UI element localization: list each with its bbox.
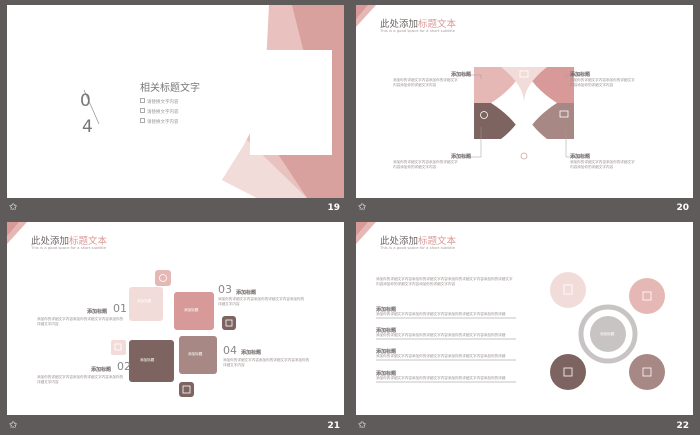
big-number-top: 0 [80, 91, 91, 111]
item-label: 添加标题 [91, 367, 112, 373]
item-desc: 添加你的详细文字内容添加你的详细文字内容添加你的详细文字内容添加你的详细 [376, 376, 506, 380]
item-desc: 添加你的详细文字内容添加你的详细文字内容添加你的详细文字内容 [570, 160, 635, 169]
item-desc: 添加你的详细文字内容添加你的详细文字内容添加你的详细文字内容添加你的详细 [376, 333, 506, 337]
item-desc: 添加你的详细文字内容添加你的详细文字内容添加你的详细文字内容 [393, 160, 458, 169]
slide-subtitle: This is a good space for a short subtitl… [31, 245, 106, 250]
item-label: 添加标题 [376, 371, 397, 377]
item-label: 添加标题 [451, 154, 472, 160]
slide-22[interactable]: 此处添加标题文本 This is a good space for a shor… [356, 222, 693, 415]
item-desc: 添加你的详细文字内容添加你的详细文字内容添加你的详细文字内容 [37, 317, 124, 326]
star-icon: ✩ [9, 202, 18, 213]
bullet-item: 请替换文字内容 [147, 120, 179, 125]
slide-20-footer: ✩ 20 [352, 200, 697, 217]
item-desc: 添加你的详细文字内容添加你的详细文字内容添加你的详细文字内容添加你的详细 [376, 312, 506, 316]
box-label: 添加标题 [140, 358, 155, 362]
checkbox-icon [140, 98, 145, 103]
item-number: 03 [218, 283, 232, 296]
slide-21-decoration [7, 222, 236, 397]
slide-21[interactable]: 此处添加标题文本 This is a good space for a shor… [7, 222, 344, 415]
slide-subtitle: This is a good space for a short subtitl… [380, 245, 455, 250]
slide-19-footer: ✩ 19 [3, 200, 348, 217]
item-number: 02 [117, 360, 131, 373]
intro-text: 添加你的详细文字内容添加你的详细文字内容添加你的详细文字内容添加你的详细文字内容… [376, 277, 513, 286]
bullet-list: 请替换文字内容 请替换文字内容 请替换文字内容 [140, 98, 179, 125]
slide-title: 此处添加标题文本 [31, 236, 108, 247]
slide-title: 此处添加标题文本 [380, 19, 457, 30]
big-number-bottom: 4 [82, 117, 93, 137]
bullet-item: 请替换文字内容 [147, 100, 179, 105]
item-desc: 添加你的详细文字内容添加你的详细文字内容添加你的详细文字内容 [223, 358, 310, 367]
slide-number: 21 [327, 421, 340, 431]
slide-number: 19 [327, 203, 340, 213]
box-label: 添加标题 [137, 299, 152, 303]
item-label: 添加标题 [570, 72, 591, 78]
bullet-item: 请替换文字内容 [147, 110, 179, 115]
item-number: 01 [113, 302, 127, 315]
slide-20-decoration [356, 5, 581, 160]
box-label: 添加标题 [184, 308, 199, 312]
star-icon: ✩ [9, 420, 18, 431]
checkbox-icon [140, 108, 145, 113]
center-label: 添加标题 [600, 332, 615, 336]
item-label: 添加标题 [236, 290, 257, 296]
slide-number: 22 [676, 421, 689, 431]
item-desc: 添加你的详细文字内容添加你的详细文字内容添加你的详细文字内容 [393, 78, 458, 87]
item-desc: 添加你的详细文字内容添加你的详细文字内容添加你的详细文字内容 [37, 375, 124, 384]
checkbox-icon [140, 118, 145, 123]
slide-20[interactable]: 此处添加标题文本 This is a good space for a shor… [356, 5, 693, 198]
item-desc: 添加你的详细文字内容添加你的详细文字内容添加你的详细文字内容 [570, 78, 635, 87]
item-number: 04 [223, 344, 237, 357]
star-icon: ✩ [358, 420, 367, 431]
slide-19-decoration [83, 5, 344, 198]
slide-subtitle: This is a good space for a short subtitl… [380, 28, 455, 33]
item-label: 添加标题 [376, 328, 397, 334]
slide-22-decoration [356, 222, 665, 390]
item-label: 添加标题 [87, 309, 108, 315]
item-desc: 添加你的详细文字内容添加你的详细文字内容添加你的详细文字内容添加你的详细 [376, 354, 506, 358]
slide-21-footer: ✩ 21 [3, 418, 348, 435]
star-icon: ✩ [358, 202, 367, 213]
item-label: 添加标题 [241, 350, 262, 356]
slide-22-footer: ✩ 22 [352, 418, 697, 435]
item-label: 添加标题 [451, 72, 472, 78]
item-label: 添加标题 [376, 349, 397, 355]
slide-title: 此处添加标题文本 [380, 236, 457, 247]
item-label: 添加标题 [376, 307, 397, 313]
item-label: 添加标题 [570, 154, 591, 160]
slide-number: 20 [676, 203, 689, 213]
item-desc: 添加你的详细文字内容添加你的详细文字内容添加你的详细文字内容 [218, 297, 305, 306]
slide-19[interactable]: 0 4 相关标题文字 请替换文字内容 请替换文字内容 请替换文字内容 [7, 5, 344, 198]
section-heading: 相关标题文字 [140, 83, 200, 94]
box-label: 添加标题 [188, 352, 203, 356]
